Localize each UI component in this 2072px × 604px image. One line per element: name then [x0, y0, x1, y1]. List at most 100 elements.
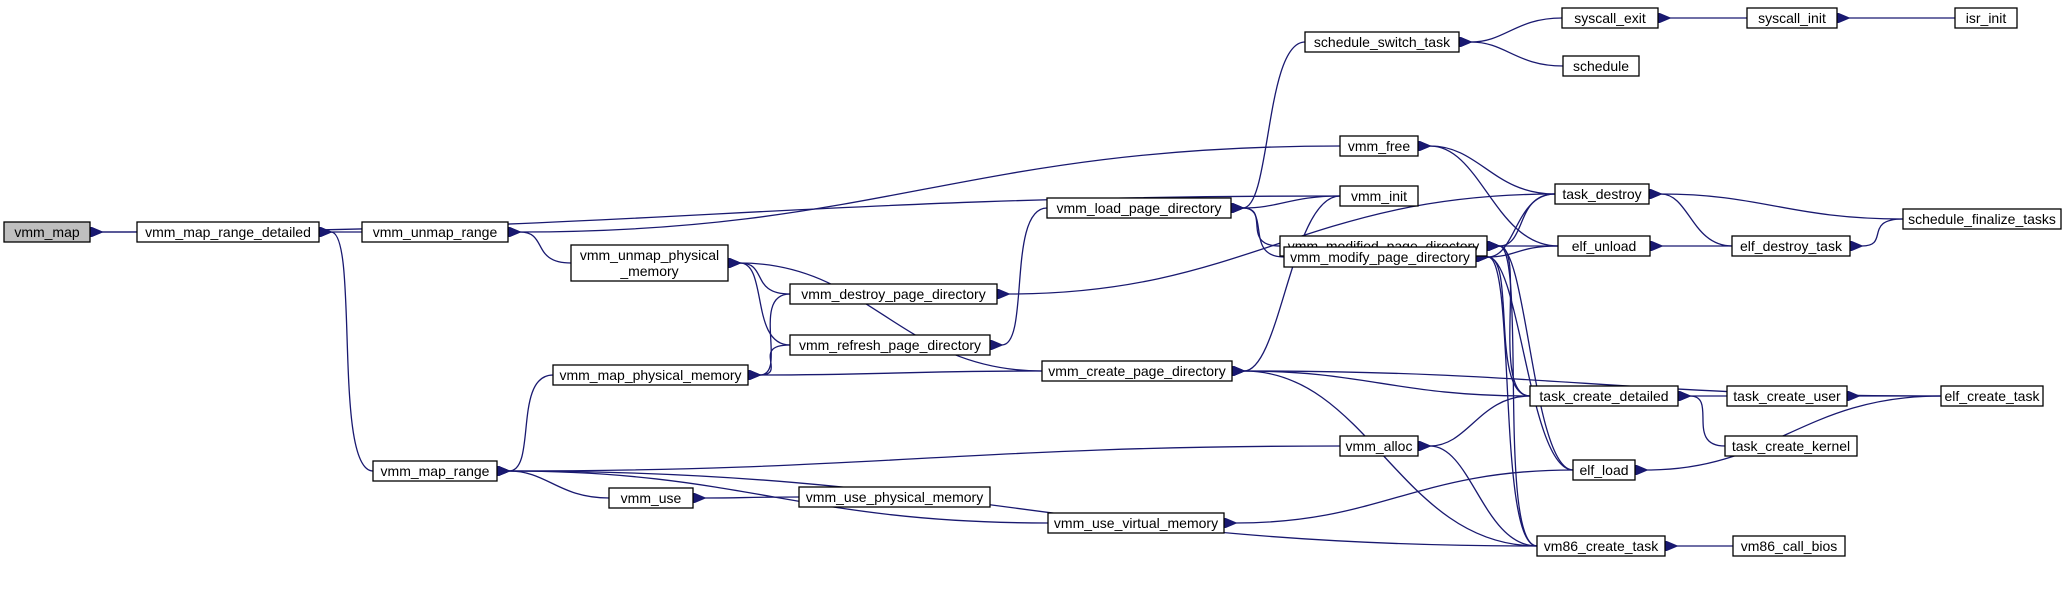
node-vmm_free[interactable]: vmm_free — [1339, 135, 1419, 157]
node-box — [1339, 135, 1419, 157]
node-vmm_modify_page_directory[interactable]: vmm_modify_page_directory — [1283, 246, 1477, 268]
node-label: elf_unload — [1572, 238, 1637, 254]
edge-task_destroy-to-vmm_modify_page_directory — [1488, 193, 1556, 257]
node-vmm_map_physical_memory[interactable]: vmm_map_physical_memory — [552, 364, 749, 386]
node-syscall_init[interactable]: syscall_init — [1746, 7, 1838, 29]
node-label: _memory — [619, 263, 678, 279]
edge-task_create_detailed-to-vmm_modify_page_directory — [1488, 257, 1531, 397]
node-vmm_use_physical_memory[interactable]: vmm_use_physical_memory — [798, 486, 991, 508]
edge-vmm_destroy_page_directory-to-vmm_unmap_physical_memory — [740, 263, 791, 295]
node-box — [570, 244, 729, 282]
node-box — [1283, 246, 1477, 268]
node-schedule_switch_task[interactable]: schedule_switch_task — [1304, 31, 1460, 53]
edge-elf_destroy_task-to-task_destroy — [1661, 194, 1733, 247]
node-schedule[interactable]: schedule — [1562, 55, 1640, 77]
node-label: elf_create_task — [1945, 388, 2041, 404]
node-box — [1554, 183, 1650, 205]
node-box — [1046, 197, 1232, 219]
node-label: vmm_modify_page_directory — [1290, 249, 1470, 265]
node-vmm_refresh_page_directory[interactable]: vmm_refresh_page_directory — [789, 334, 991, 356]
node-elf_unload[interactable]: elf_unload — [1557, 235, 1651, 257]
node-box — [1561, 7, 1659, 29]
node-label: vmm_refresh_page_directory — [799, 337, 981, 353]
edge-task_create_detailed-to-vmm_create_page_directory — [1244, 371, 1531, 397]
edge-task_destroy-to-vmm_destroy_page_directory — [1009, 193, 1556, 294]
edge-vmm_load_page_directory-to-vmm_refresh_page_directory — [1002, 207, 1048, 345]
node-elf_create_task[interactable]: elf_create_task — [1940, 385, 2044, 407]
node-task_create_user[interactable]: task_create_user — [1726, 385, 1848, 407]
node-task_destroy[interactable]: task_destroy — [1554, 183, 1650, 205]
edge-syscall_exit-to-schedule_switch_task — [1471, 17, 1563, 42]
node-label: vm86_create_task — [1544, 538, 1659, 554]
node-task_create_kernel[interactable]: task_create_kernel — [1724, 435, 1858, 457]
node-task_create_detailed[interactable]: task_create_detailed — [1529, 385, 1679, 407]
node-vmm_use[interactable]: vmm_use — [608, 487, 694, 509]
edge-vm86_create_task-to-vmm_map_range — [509, 471, 1538, 547]
node-box — [3, 221, 91, 243]
node-box — [552, 364, 749, 386]
edge-vmm_refresh_page_directory-to-vmm_map_physical_memory — [760, 344, 791, 375]
node-label: vmm_alloc — [1346, 438, 1413, 454]
edge-vmm_alloc-to-vmm_map_range — [509, 445, 1341, 471]
node-vmm_unmap_physical_memory[interactable]: vmm_unmap_physical_memory — [570, 244, 729, 282]
node-label: task_create_user — [1733, 388, 1841, 404]
node-vmm_alloc[interactable]: vmm_alloc — [1339, 435, 1419, 457]
edge-vmm_use-to-vmm_map_range — [509, 471, 610, 499]
edge-vmm_modify_page_directory-to-vmm_load_page_directory — [1243, 208, 1285, 258]
node-vm86_call_bios[interactable]: vm86_call_bios — [1732, 535, 1846, 557]
node-vm86_create_task[interactable]: vm86_create_task — [1536, 535, 1666, 557]
node-vmm_map_range[interactable]: vmm_map_range — [372, 460, 498, 482]
node-elf_destroy_task[interactable]: elf_destroy_task — [1731, 235, 1851, 257]
node-box — [1732, 535, 1846, 557]
node-vmm_create_page_directory[interactable]: vmm_create_page_directory — [1041, 360, 1233, 382]
node-box — [789, 283, 998, 305]
edge-vm86_create_task-to-vmm_modify_page_directory — [1488, 257, 1538, 547]
node-box — [1304, 31, 1460, 53]
edge-schedule_switch_task-to-vmm_load_page_directory — [1243, 41, 1306, 208]
node-label: elf_destroy_task — [1740, 238, 1843, 254]
edge-vmm_refresh_page_directory-to-vmm_unmap_physical_memory — [740, 263, 791, 346]
node-elf_load[interactable]: elf_load — [1572, 459, 1636, 481]
node-vmm_map[interactable]: vmm_map — [3, 221, 91, 243]
edge-vm86_create_task-to-vmm_create_page_directory — [1244, 371, 1538, 547]
node-box — [798, 486, 991, 508]
node-label: vmm_unmap_range — [373, 224, 498, 240]
node-box — [372, 460, 498, 482]
node-vmm_use_virtual_memory[interactable]: vmm_use_virtual_memory — [1047, 512, 1225, 534]
node-syscall_exit[interactable]: syscall_exit — [1561, 7, 1659, 29]
node-box — [608, 487, 694, 509]
edge-vmm_use_physical_memory-to-vmm_use — [705, 497, 800, 498]
node-isr_init[interactable]: isr_init — [1954, 7, 2018, 29]
edge-schedule_finalize_tasks-to-task_destroy — [1661, 194, 1904, 220]
node-label: vm86_call_bios — [1741, 538, 1838, 554]
node-label: vmm_map_range — [381, 463, 490, 479]
node-label: vmm_use_virtual_memory — [1054, 515, 1218, 531]
edge-task_create_kernel-to-task_create_detailed — [1690, 396, 1726, 447]
node-label: schedule_finalize_tasks — [1908, 211, 2056, 227]
edge-elf_unload-to-vmm_modify_page_directory — [1488, 245, 1559, 257]
node-label: vmm_unmap_physical — [580, 247, 719, 263]
node-box — [1902, 208, 2062, 230]
node-box — [1940, 385, 2044, 407]
edge-vmm_modified_page_directory-to-vmm_load_page_directory — [1243, 208, 1281, 247]
node-vmm_load_page_directory[interactable]: vmm_load_page_directory — [1046, 197, 1232, 219]
node-vmm_init[interactable]: vmm_init — [1339, 185, 1419, 207]
node-schedule_finalize_tasks[interactable]: schedule_finalize_tasks — [1902, 208, 2062, 230]
node-box — [136, 221, 320, 243]
edge-vmm_create_page_directory-to-vmm_map_physical_memory — [760, 371, 1043, 375]
node-vmm_destroy_page_directory[interactable]: vmm_destroy_page_directory — [789, 283, 998, 305]
node-vmm_unmap_range[interactable]: vmm_unmap_range — [361, 221, 509, 243]
edge-elf_load-to-vmm_modified_page_directory — [1499, 246, 1574, 471]
node-label: task_create_kernel — [1732, 438, 1850, 454]
edge-vmm_init-to-vmm_load_page_directory — [1243, 195, 1341, 208]
edge-elf_load-to-vmm_modify_page_directory — [1488, 257, 1574, 471]
node-label: vmm_load_page_directory — [1057, 200, 1222, 216]
edge-vmm_map_range-to-vmm_map_range_detailed — [331, 232, 374, 472]
node-label: vmm_use — [621, 490, 682, 506]
node-label: vmm_use_physical_memory — [806, 489, 983, 505]
node-box — [1572, 459, 1636, 481]
node-layer: vmm_map vmm_map_range_detailed vmm_unmap_r… — [3, 7, 2062, 557]
node-vmm_map_range_detailed[interactable]: vmm_map_range_detailed — [136, 221, 320, 243]
edge-vm86_create_task-to-vmm_alloc — [1430, 446, 1538, 547]
